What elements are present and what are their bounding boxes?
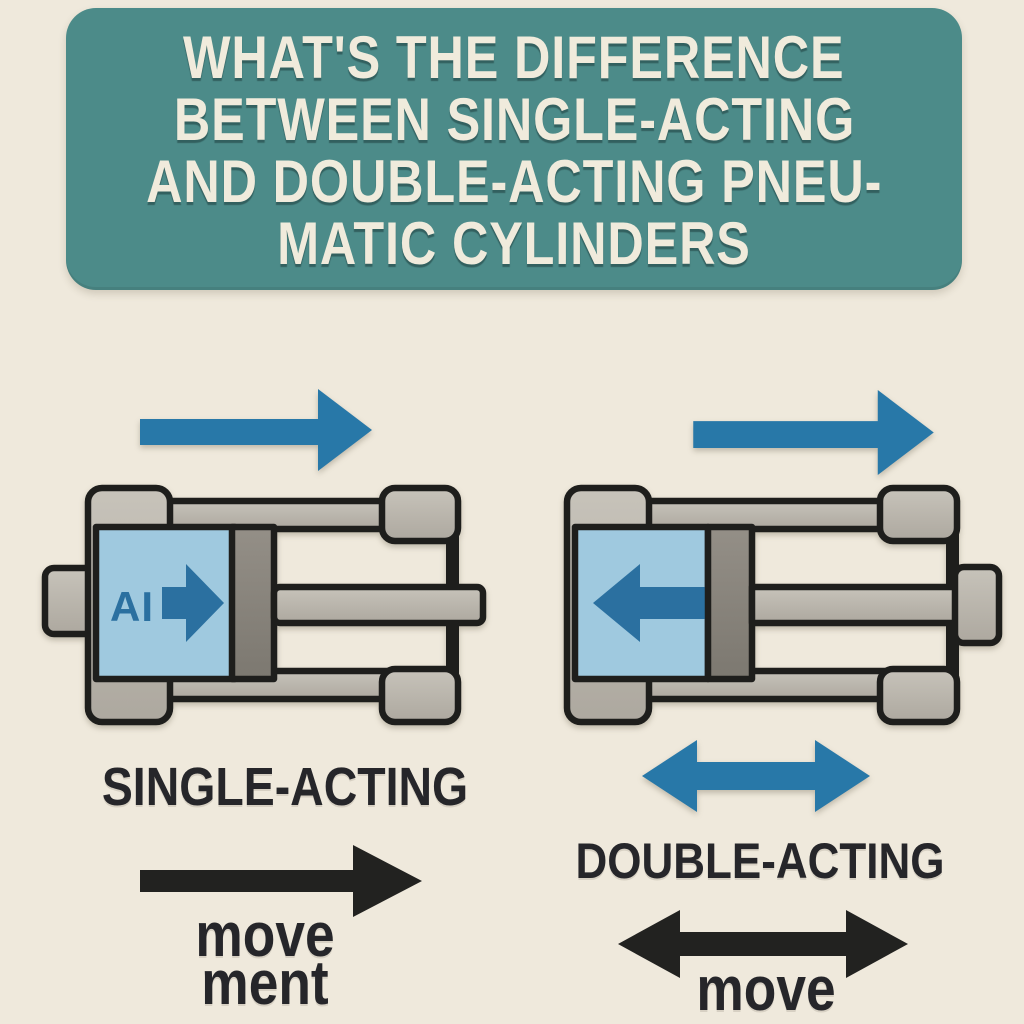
right-cap-bottom-block — [876, 665, 961, 726]
movement-word-line-1: move — [195, 901, 335, 970]
air-label: AI — [110, 583, 154, 630]
title-line-3: AND DOUBLE-ACTING PNEU- — [145, 148, 883, 215]
double-acting-movement-arrow-icon — [618, 910, 908, 978]
piston-rod — [748, 583, 968, 627]
double-acting-label: DOUBLE-ACTING — [575, 833, 945, 889]
title-line-1: WHAT'S THE DIFFERENCE — [183, 24, 845, 91]
title-line-2: BETWEEN SINGLE-ACTING — [173, 86, 855, 153]
right-cap-bottom-block — [378, 665, 462, 726]
single-acting-extend-arrow-icon — [140, 389, 372, 471]
movement-word-line-2: ment — [201, 949, 329, 1018]
right-cap-top-block — [378, 484, 462, 545]
double-acting-cylinder-diagram — [563, 484, 1003, 726]
double-acting-movement-label: move — [659, 955, 874, 1024]
title-card: WHAT'S THE DIFFERENCE BETWEEN SINGLE-ACT… — [66, 8, 962, 290]
single-acting-movement-arrow-icon — [140, 845, 422, 917]
single-acting-label: SINGLE-ACTING — [101, 757, 469, 817]
piston — [704, 523, 756, 683]
single-acting-movement-label: move ment — [72, 901, 459, 1018]
right-cap-top-block — [876, 484, 961, 545]
double-acting-stroke-arrow-icon — [642, 740, 870, 812]
piston — [228, 523, 278, 683]
single-acting-cylinder-diagram: AI — [41, 484, 487, 726]
title-line-4: MATIC CYLINDERS — [277, 210, 751, 277]
movement-word: move — [696, 955, 836, 1024]
rod-end-stub — [951, 563, 1003, 647]
air-pressure-left-arrow-icon — [593, 564, 708, 642]
double-acting-extend-arrow-icon — [693, 390, 934, 475]
air-pressure-right-arrow-icon — [162, 564, 224, 642]
piston-rod — [270, 583, 487, 627]
